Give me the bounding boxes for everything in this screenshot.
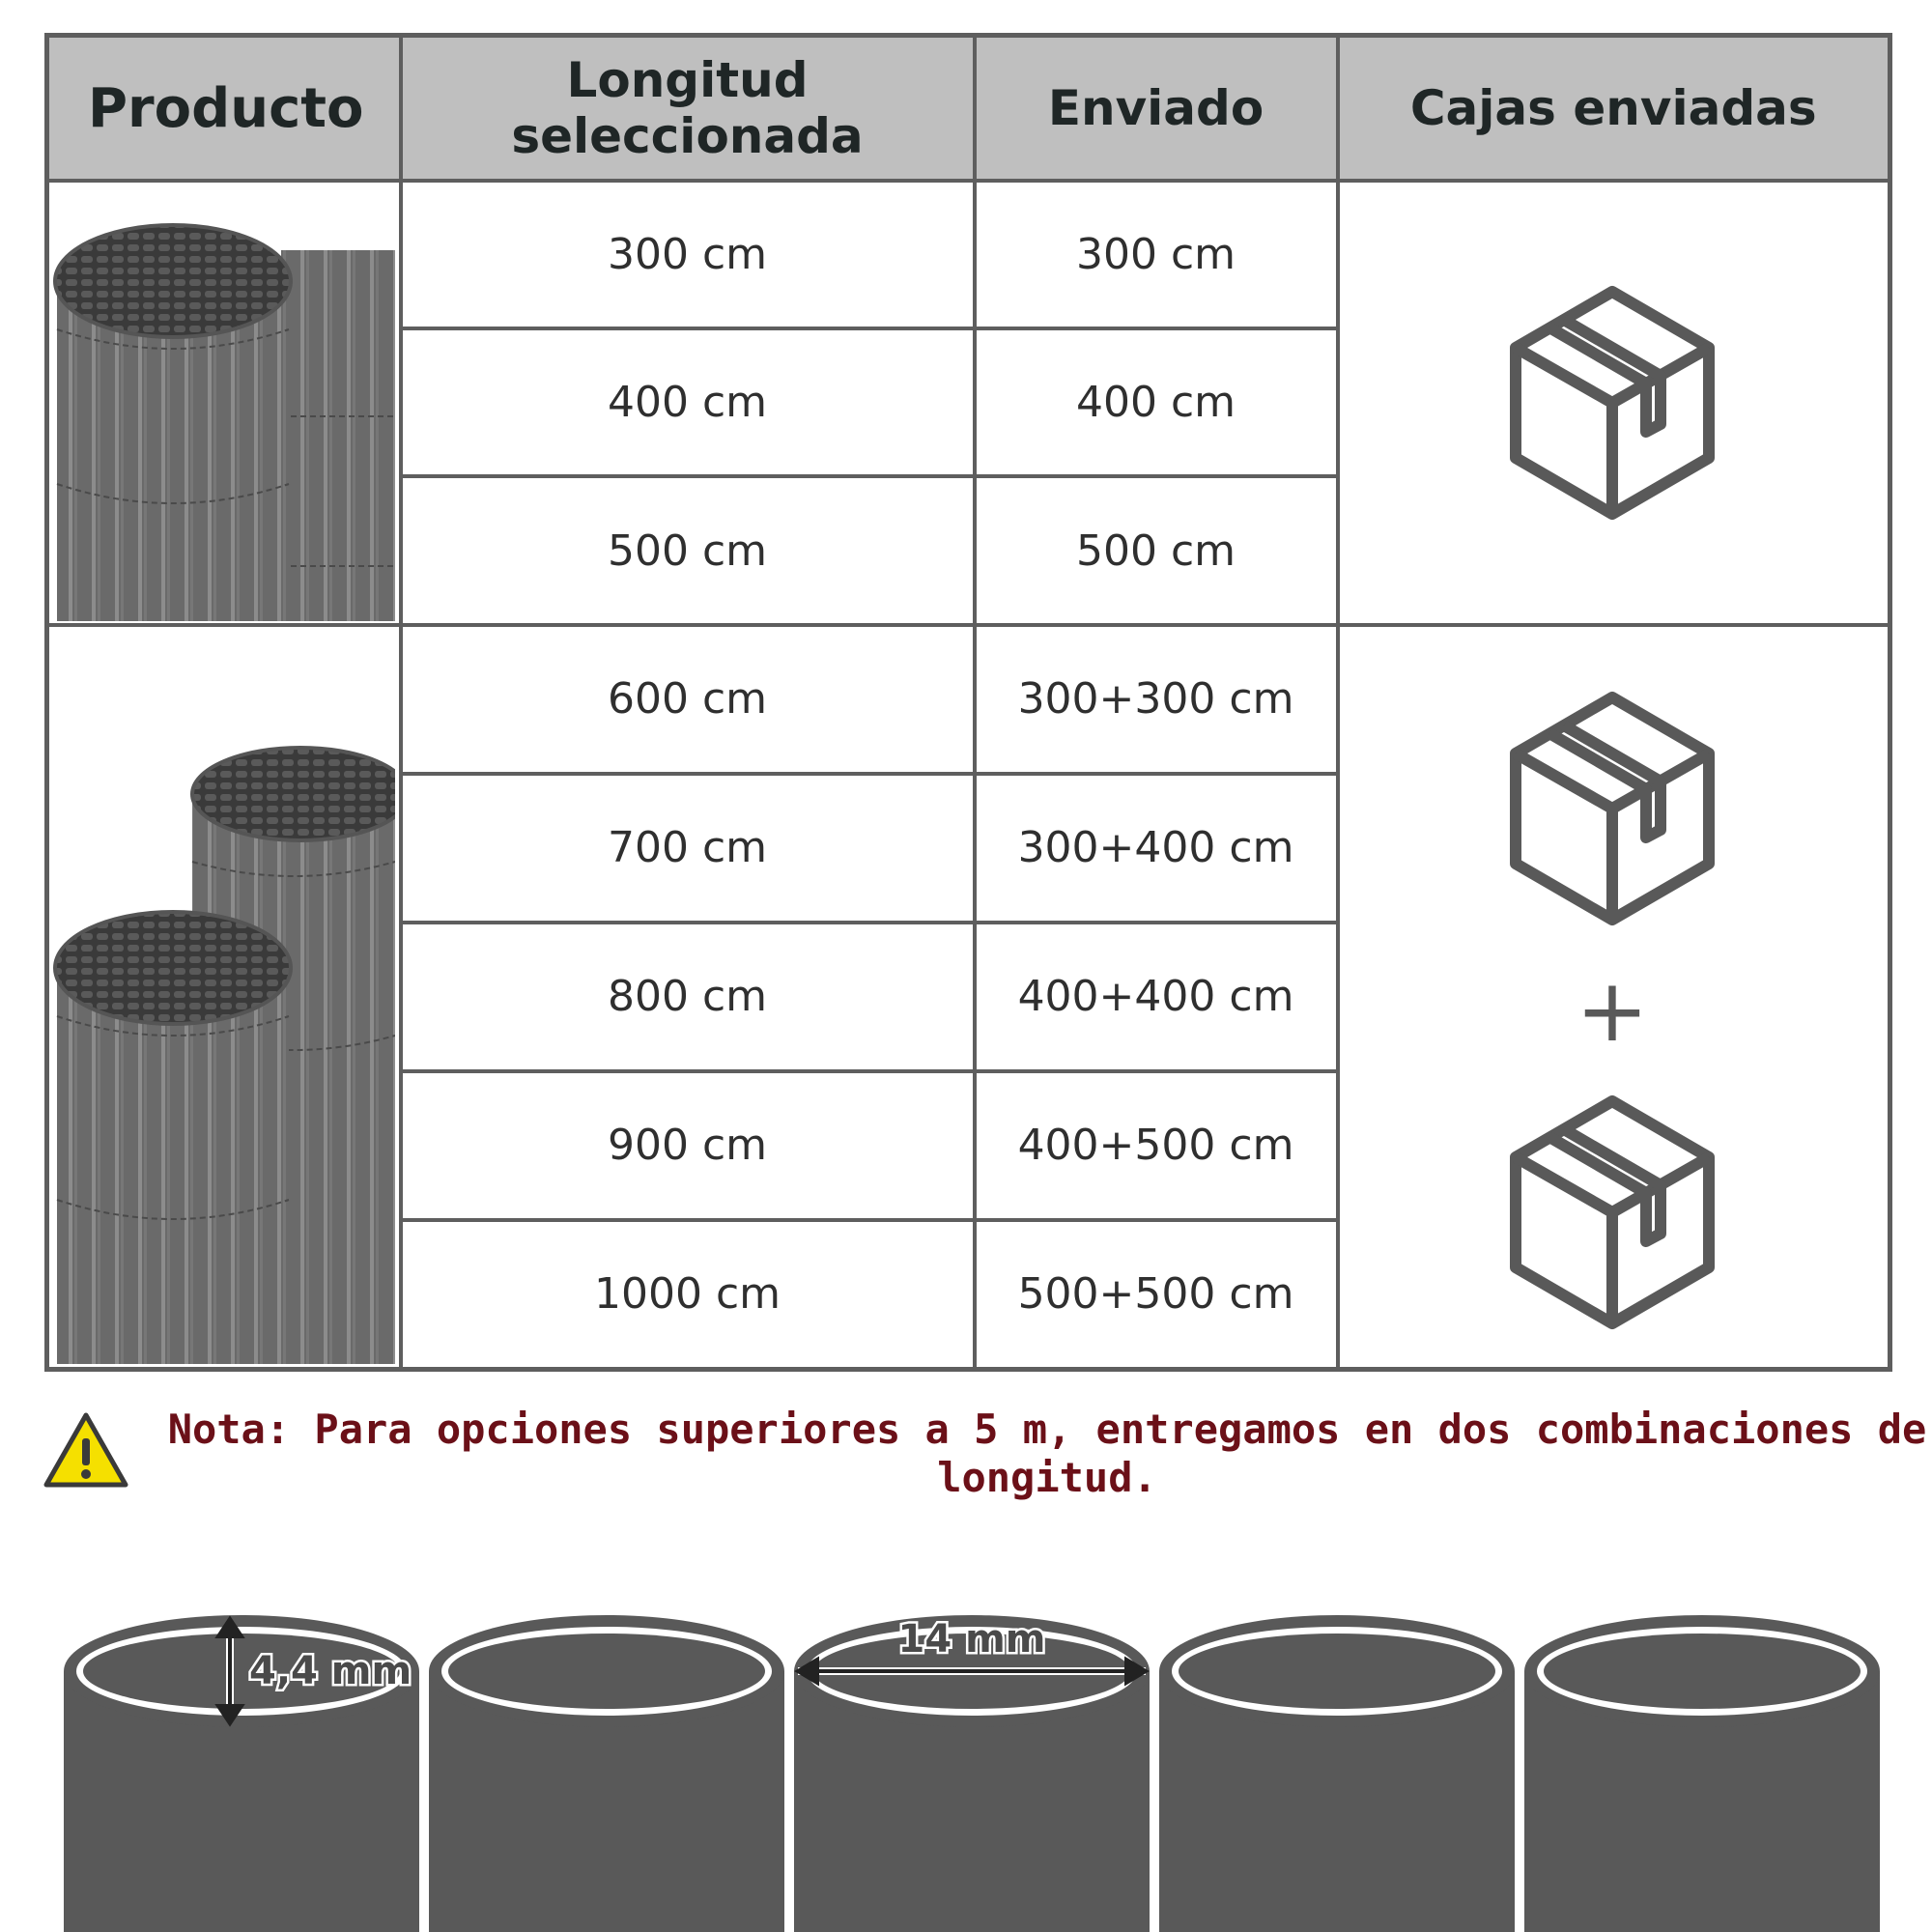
- table-row: 1000 cm 500+500 cm: [47, 1217, 1890, 1372]
- product-single-roll-cell: [44, 179, 403, 627]
- sent-cell: 500+500 cm: [972, 1217, 1340, 1372]
- slat-cross-section-diagram: 4,4 mm 14 mm: [64, 1615, 1880, 1932]
- length-cell: 500 cm: [398, 474, 977, 627]
- table-row: 400 cm 400 cm: [47, 327, 1890, 479]
- fence-roll-image: [53, 745, 395, 1364]
- box-icon: [1509, 1094, 1715, 1329]
- table-row: 700 cm 300+400 cm: [47, 771, 1890, 924]
- table-row: 500 cm 500 cm: [47, 474, 1890, 627]
- warning-icon: [43, 1412, 128, 1488]
- double-box-cell: +: [1335, 622, 1892, 1372]
- sent-cell: 400 cm: [972, 327, 1340, 479]
- sent-cell: 300+400 cm: [972, 771, 1340, 924]
- sent-cell: 300+300 cm: [972, 622, 1340, 776]
- fence-roll-image: [53, 222, 395, 621]
- header-boxes: Cajas enviadas: [1335, 33, 1892, 183]
- thickness-label: 4,4 mm: [249, 1649, 412, 1693]
- tube: [794, 1615, 1150, 1932]
- header-length: Longitud seleccionada: [398, 33, 977, 183]
- single-box-cell: [1335, 179, 1892, 627]
- tube: [1159, 1615, 1515, 1932]
- tube: [429, 1615, 784, 1932]
- length-cell: 1000 cm: [398, 1217, 977, 1372]
- shipping-table: Producto Longitud seleccionada Enviado C…: [44, 33, 1892, 1372]
- header-sent: Enviado: [972, 33, 1340, 183]
- sent-cell: 400+500 cm: [972, 1068, 1340, 1222]
- table-row: 300 cm 300 cm: [44, 178, 1892, 627]
- table-row: 800 cm 400+400 cm: [47, 920, 1890, 1073]
- diameter-label: 14 mm: [898, 1617, 1046, 1662]
- shipping-note: Nota: Para opciones superiores a 5 m, en…: [43, 1406, 1926, 1512]
- length-cell: 800 cm: [398, 920, 977, 1073]
- tube: [1524, 1615, 1880, 1932]
- length-cell: 400 cm: [398, 327, 977, 479]
- note-text: Nota: Para opciones superiores a 5 m, en…: [167, 1406, 1927, 1501]
- box-icon: [1509, 285, 1715, 520]
- table-row: 600 cm 300+300 cm +: [44, 622, 1892, 1372]
- sent-cell: 500 cm: [972, 474, 1340, 627]
- box-icon: [1509, 691, 1715, 925]
- product-double-roll-cell: [44, 622, 403, 1372]
- thickness-arrow: [214, 1615, 245, 1727]
- length-cell: 900 cm: [398, 1068, 977, 1222]
- plus-sign: +: [1576, 960, 1648, 1062]
- diameter-arrow: [794, 1656, 1150, 1687]
- table-row: 900 cm 400+500 cm: [47, 1068, 1890, 1222]
- length-cell: 300 cm: [398, 178, 977, 331]
- sent-cell: 400+400 cm: [972, 920, 1340, 1073]
- length-cell: 600 cm: [398, 622, 977, 776]
- sent-cell: 300 cm: [972, 178, 1340, 331]
- header-row: Producto Longitud seleccionada Enviado C…: [44, 33, 1892, 183]
- header-product: Producto: [44, 33, 403, 183]
- length-cell: 700 cm: [398, 771, 977, 924]
- tube: [64, 1615, 419, 1932]
